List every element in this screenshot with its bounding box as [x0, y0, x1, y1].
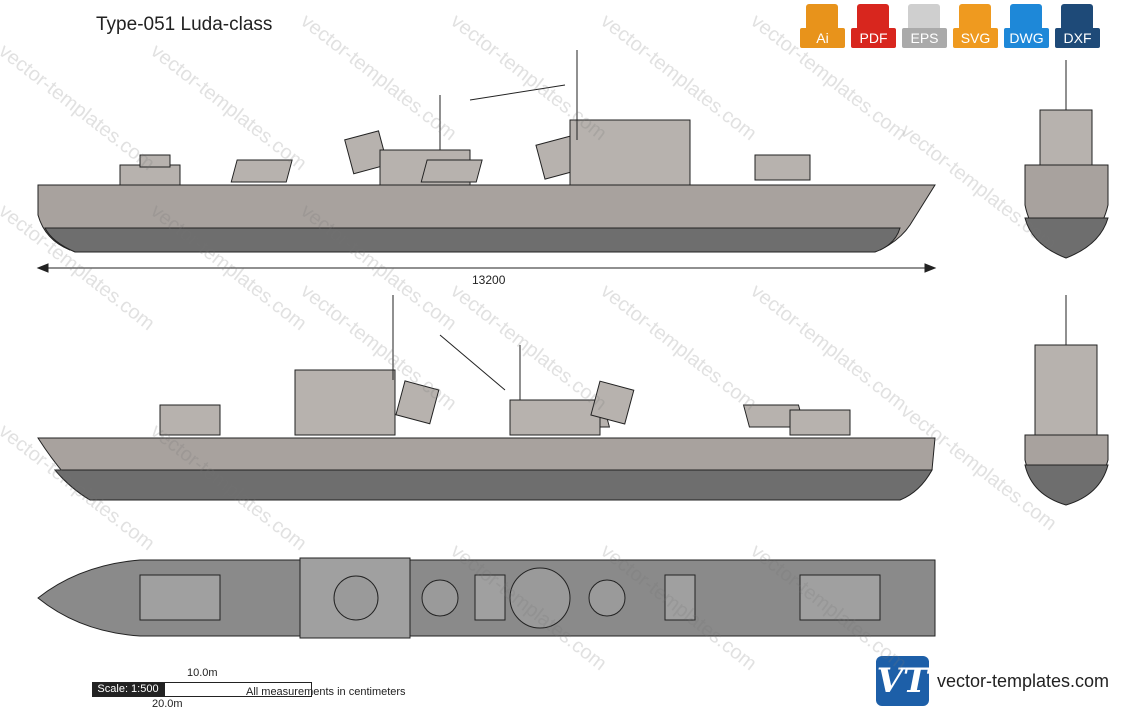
svg-format-button[interactable]: SVG [953, 4, 998, 50]
turret-fwd-mid [159, 404, 221, 436]
dwg-format-button[interactable]: DWG [1004, 4, 1049, 50]
crane-line [469, 84, 566, 101]
front-view [1024, 60, 1109, 259]
rear-underwater [1024, 464, 1109, 506]
launcher-fwd [420, 159, 483, 183]
side-view-middle [37, 295, 936, 501]
bridge-block [569, 119, 691, 186]
funnel-aft-mid [590, 380, 635, 425]
midship-mid [509, 399, 601, 436]
format-buttons: Ai PDF EPS SVG DWG DXF [800, 4, 1100, 50]
funnel-aft [344, 130, 389, 175]
dwg-format-label: DWG [1004, 28, 1049, 48]
front-underwater [1024, 217, 1109, 259]
vt-logo-icon: VT [876, 656, 929, 706]
funnel-fwd-mid [395, 380, 440, 425]
mast-plan [509, 567, 571, 629]
brand-link[interactable]: VT vector-templates.com [876, 656, 1109, 706]
ai-format-button[interactable]: Ai [800, 4, 845, 50]
funnel-plan-aft [588, 579, 626, 617]
scale-twenty-label: 20.0m [152, 698, 183, 710]
crane-line-mid [439, 334, 506, 391]
length-dimension: 13200 [472, 273, 506, 287]
dxf-format-button[interactable]: DXF [1055, 4, 1100, 50]
turret-aft [139, 154, 171, 168]
page-title: Type-051 Luda-class [96, 14, 273, 35]
brand-name: vector-templates.com [937, 670, 1110, 691]
underwater-hull-top [44, 227, 901, 253]
eps-format-label: EPS [902, 28, 947, 48]
front-superstructure [1039, 109, 1093, 166]
scale-ten-label: 10.0m [187, 667, 218, 679]
funnel-plan-fwd [421, 579, 459, 617]
plan-view [37, 557, 936, 639]
launcher-plan-fwd [474, 574, 506, 621]
launcher-plan-aft [664, 574, 696, 621]
pdf-format-label: PDF [851, 28, 896, 48]
dxf-format-label: DXF [1055, 28, 1100, 48]
scale-ruler [164, 682, 312, 697]
dimension-arrow-left [36, 263, 49, 273]
ai-format-label: Ai [800, 28, 845, 48]
superstructure-aft [119, 164, 181, 186]
turret-aft-plan [799, 574, 881, 621]
rear-superstructure [1034, 344, 1098, 436]
turret-aft-mid [789, 409, 851, 436]
launcher-aft [230, 159, 293, 183]
rear-view [1024, 295, 1109, 506]
radar-plan [333, 575, 379, 621]
turret-fwd-plan [139, 574, 221, 621]
dimension-arrow-right [924, 263, 937, 273]
underwater-hull-middle [53, 469, 933, 501]
measurements-note: All measurements in centimeters [246, 686, 406, 698]
scale-label: Scale: 1:500 [92, 682, 164, 697]
bridge-mid [294, 369, 396, 436]
svg-format-label: SVG [953, 28, 998, 48]
turret-fwd [754, 154, 811, 181]
pdf-format-button[interactable]: PDF [851, 4, 896, 50]
eps-format-button[interactable]: EPS [902, 4, 947, 50]
side-view-top [36, 50, 937, 273]
